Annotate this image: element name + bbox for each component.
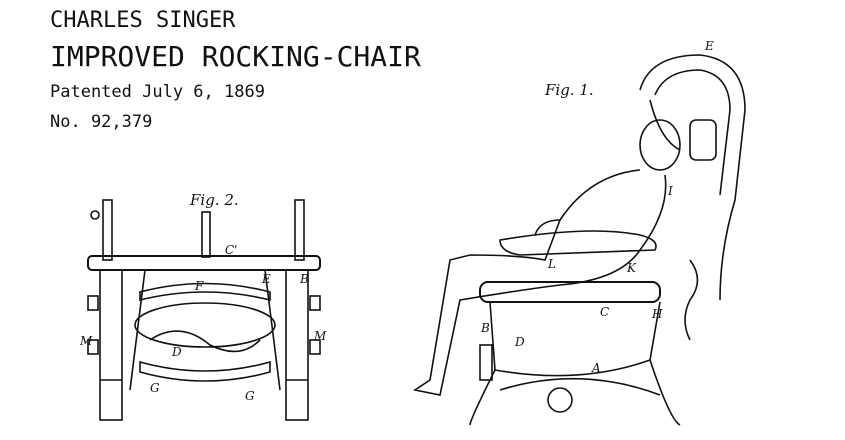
figure-2: Fig. 2. C' F E B M M D G G bbox=[79, 191, 327, 420]
part-label: D bbox=[514, 335, 525, 349]
part-label: L bbox=[547, 257, 556, 271]
part-label: D bbox=[171, 345, 182, 359]
part-label: M bbox=[313, 329, 327, 343]
part-label: G bbox=[150, 381, 160, 395]
part-label: E bbox=[261, 272, 271, 286]
part-label: B bbox=[299, 272, 309, 286]
part-label: I bbox=[667, 184, 673, 198]
part-label: H bbox=[651, 307, 663, 321]
part-label: C' bbox=[225, 243, 237, 257]
part-label: M bbox=[79, 334, 93, 348]
figure-1: Fig. 1. E I L K C H B D A bbox=[415, 39, 745, 425]
part-label: E bbox=[704, 39, 714, 53]
part-label: F bbox=[194, 279, 204, 293]
fig1-caption: Fig. 1. bbox=[544, 81, 594, 99]
part-label: K bbox=[626, 261, 637, 275]
part-label: B bbox=[480, 321, 490, 335]
part-label: A bbox=[591, 361, 601, 375]
fig2-caption: Fig. 2. bbox=[189, 191, 239, 209]
part-label: C bbox=[600, 305, 609, 319]
part-label: G bbox=[245, 389, 255, 403]
